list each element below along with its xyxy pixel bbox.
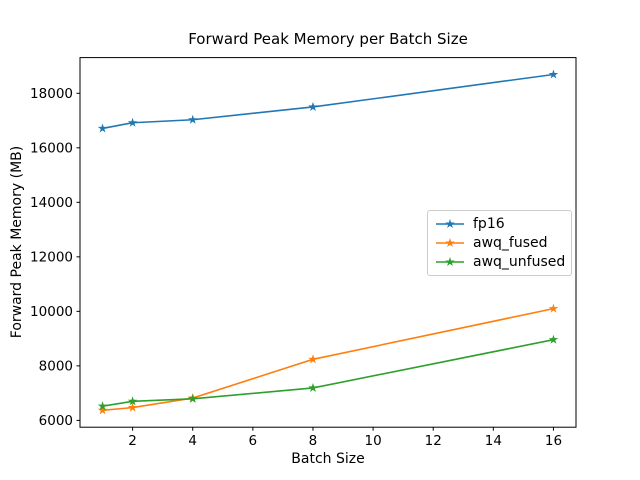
data-point-awq_unfused [308, 382, 318, 392]
x-tick-label: 6 [249, 433, 258, 449]
legend-marker-awq-fused-icon [435, 236, 465, 250]
x-axis-label: Batch Size [291, 451, 365, 467]
legend-label-awq-fused: awq_fused [473, 234, 548, 251]
y-tick-label: 16000 [30, 140, 73, 156]
y-tick-label: 18000 [30, 86, 73, 102]
legend-swatch-svg [436, 237, 464, 248]
x-tick-label: 16 [545, 433, 562, 449]
data-point-awq_fused [97, 405, 108, 415]
series-line-awq_fused [102, 307, 554, 412]
legend-label-fp16: fp16 [473, 215, 505, 232]
legend-item-awq-fused: awq_fused [435, 233, 564, 252]
y-tick-label: 10000 [30, 304, 73, 320]
data-point-fp16 [308, 101, 318, 111]
legend: fp16 awq_fused awq_unfused [427, 210, 572, 276]
legend-label-awq-unfused: awq_unfused [473, 254, 566, 271]
data-point-awq_unfused [97, 401, 108, 411]
data-point-awq_fused [127, 402, 138, 412]
y-tick-label: 12000 [30, 249, 73, 265]
data-point-fp16 [97, 123, 108, 133]
legend-item-fp16: fp16 [435, 214, 564, 233]
x-tick-label: 14 [485, 433, 502, 449]
series-line-awq_unfused [102, 338, 554, 407]
legend-marker-fp16-icon [435, 217, 465, 231]
data-point-awq_unfused [187, 393, 198, 403]
x-tick-label: 12 [425, 433, 442, 449]
y-tick-label: 6000 [39, 413, 73, 429]
data-point-awq_unfused [127, 396, 138, 406]
legend-swatch-svg [436, 257, 464, 267]
x-tick-label: 10 [364, 433, 381, 449]
data-point-fp16 [187, 114, 198, 124]
legend-swatch-svg [436, 218, 464, 228]
plot-border [79, 57, 577, 428]
legend-item-awq-unfused: awq_unfused [435, 253, 566, 272]
x-tick-label: 8 [309, 433, 318, 449]
x-tick-label: 2 [128, 433, 137, 449]
y-tick-label: 14000 [30, 195, 73, 211]
x-tick-label: 4 [188, 433, 197, 449]
data-point-awq_fused [308, 354, 318, 364]
series-line-fp16 [102, 73, 554, 130]
data-point-fp16 [127, 117, 138, 127]
data-point-awq_fused [548, 303, 559, 313]
legend-marker-awq-unfused-icon [435, 255, 465, 269]
data-point-awq_unfused [548, 334, 559, 344]
chart-title: Forward Peak Memory per Batch Size [188, 30, 468, 48]
y-tick-label: 8000 [39, 358, 73, 374]
data-point-fp16 [548, 69, 559, 79]
